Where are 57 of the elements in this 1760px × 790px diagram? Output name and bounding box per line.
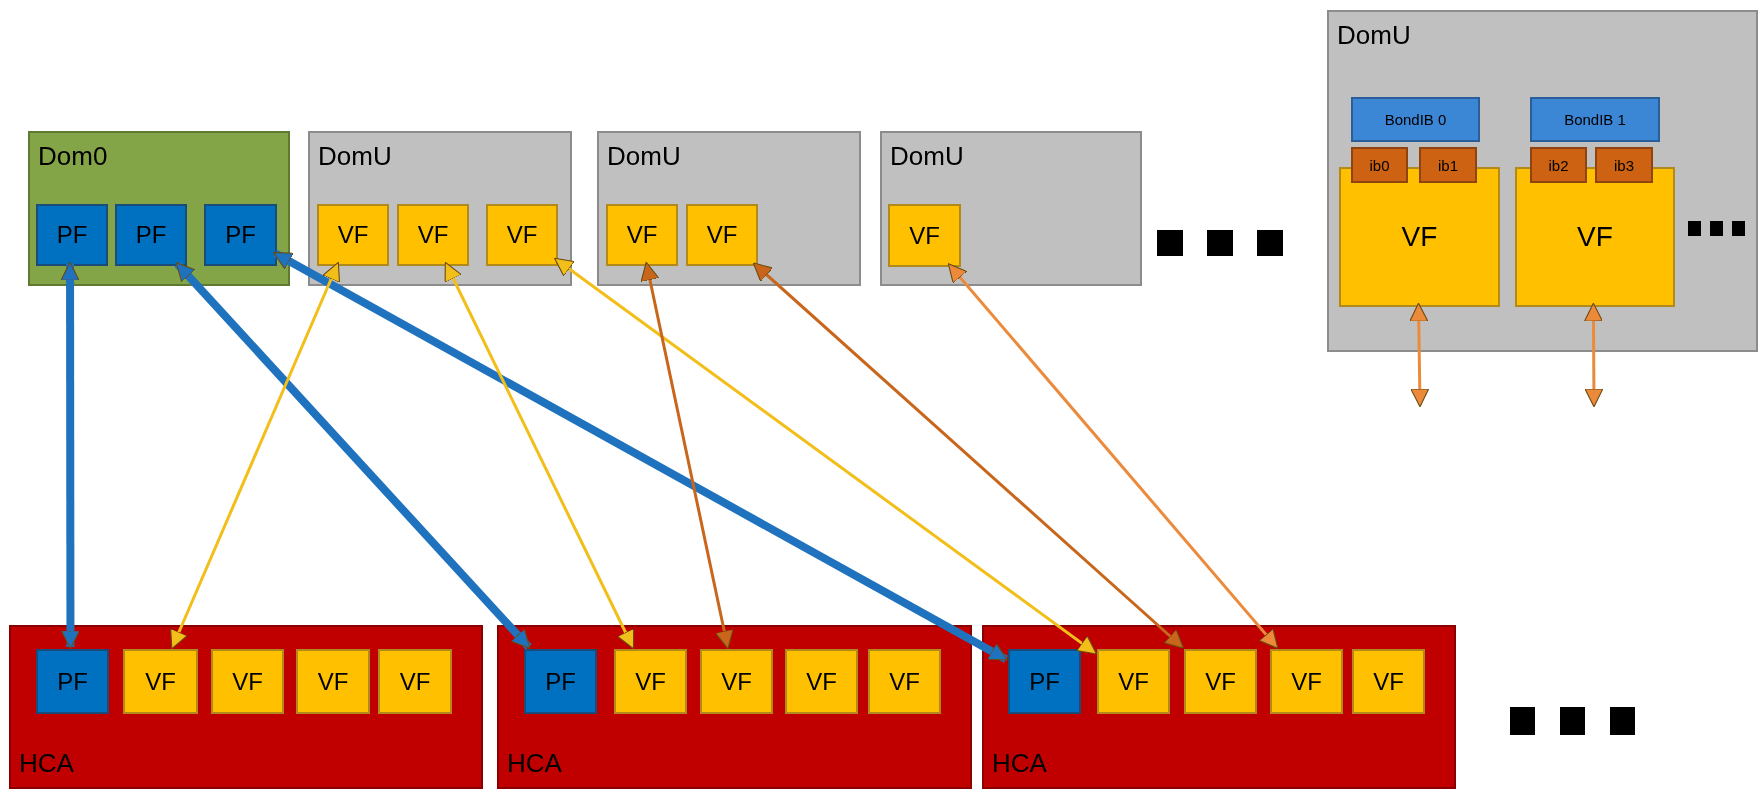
virtual-function-box: VF — [1270, 649, 1343, 714]
virtual-function-box: VF — [686, 204, 758, 266]
connector-arrow — [444, 261, 635, 650]
panel-label: HCA — [507, 748, 562, 779]
virtual-function-box: VF — [1184, 649, 1257, 714]
virtual-function-box: VF — [614, 649, 687, 714]
hca-panel — [9, 625, 483, 789]
connector-arrow — [1409, 302, 1430, 408]
physical-function-box: PF — [36, 204, 108, 266]
connector-arrow — [60, 261, 80, 650]
bond-interface-box: BondIB 1 — [1530, 97, 1660, 142]
physical-function-box: PF — [204, 204, 277, 266]
panel-label: DomU — [1337, 20, 1411, 51]
virtual-function-box: VF — [378, 649, 452, 714]
hca-panel — [982, 625, 1456, 789]
ib-port-box: ib0 — [1351, 147, 1408, 183]
virtual-function-box: VF — [700, 649, 773, 714]
virtual-function-box: VF — [317, 204, 389, 266]
bond-interface-box: BondIB 0 — [1351, 97, 1480, 142]
virtual-function-box: VF — [888, 204, 961, 267]
physical-function-box: PF — [524, 649, 597, 714]
connector-arrow — [640, 261, 734, 650]
panel-label: Dom0 — [38, 141, 108, 172]
connector-arrow — [174, 261, 532, 650]
panel-label: HCA — [992, 748, 1047, 779]
virtual-function-box: VF — [868, 649, 941, 714]
panel-label: DomU — [318, 141, 392, 172]
connector-arrow — [554, 257, 1097, 655]
connector-arrow — [752, 262, 1185, 649]
ib-port-box: ib2 — [1530, 147, 1587, 183]
ib-port-box: ib3 — [1595, 147, 1653, 183]
panel-label: DomU — [890, 141, 964, 172]
physical-function-box: PF — [1008, 649, 1081, 714]
connector-arrow — [1583, 302, 1604, 408]
domain-panel — [28, 131, 290, 286]
domain-panel — [308, 131, 572, 286]
domain-panel — [597, 131, 861, 286]
physical-function-box: PF — [36, 649, 109, 714]
connector-arrow — [272, 249, 1009, 663]
panel-label: DomU — [607, 141, 681, 172]
domain-panel — [880, 131, 1142, 286]
connector-arrow — [170, 261, 341, 650]
virtual-function-box: VF — [211, 649, 284, 714]
virtual-function-box: VF — [1097, 649, 1170, 714]
virtual-function-box: VF — [785, 649, 858, 714]
virtual-function-box: VF — [486, 204, 558, 266]
hca-panel — [497, 625, 972, 789]
virtual-function-box: VF — [296, 649, 370, 714]
physical-function-box: PF — [115, 204, 187, 266]
connector-arrow — [947, 263, 1279, 649]
virtual-function-box: VF — [123, 649, 198, 714]
domain-panel — [1327, 10, 1758, 352]
virtual-function-box: VF — [397, 204, 469, 266]
ib-port-box: ib1 — [1419, 147, 1477, 183]
panel-label: HCA — [19, 748, 74, 779]
virtual-function-box: VF — [1352, 649, 1425, 714]
virtual-function-box: VF — [606, 204, 678, 266]
